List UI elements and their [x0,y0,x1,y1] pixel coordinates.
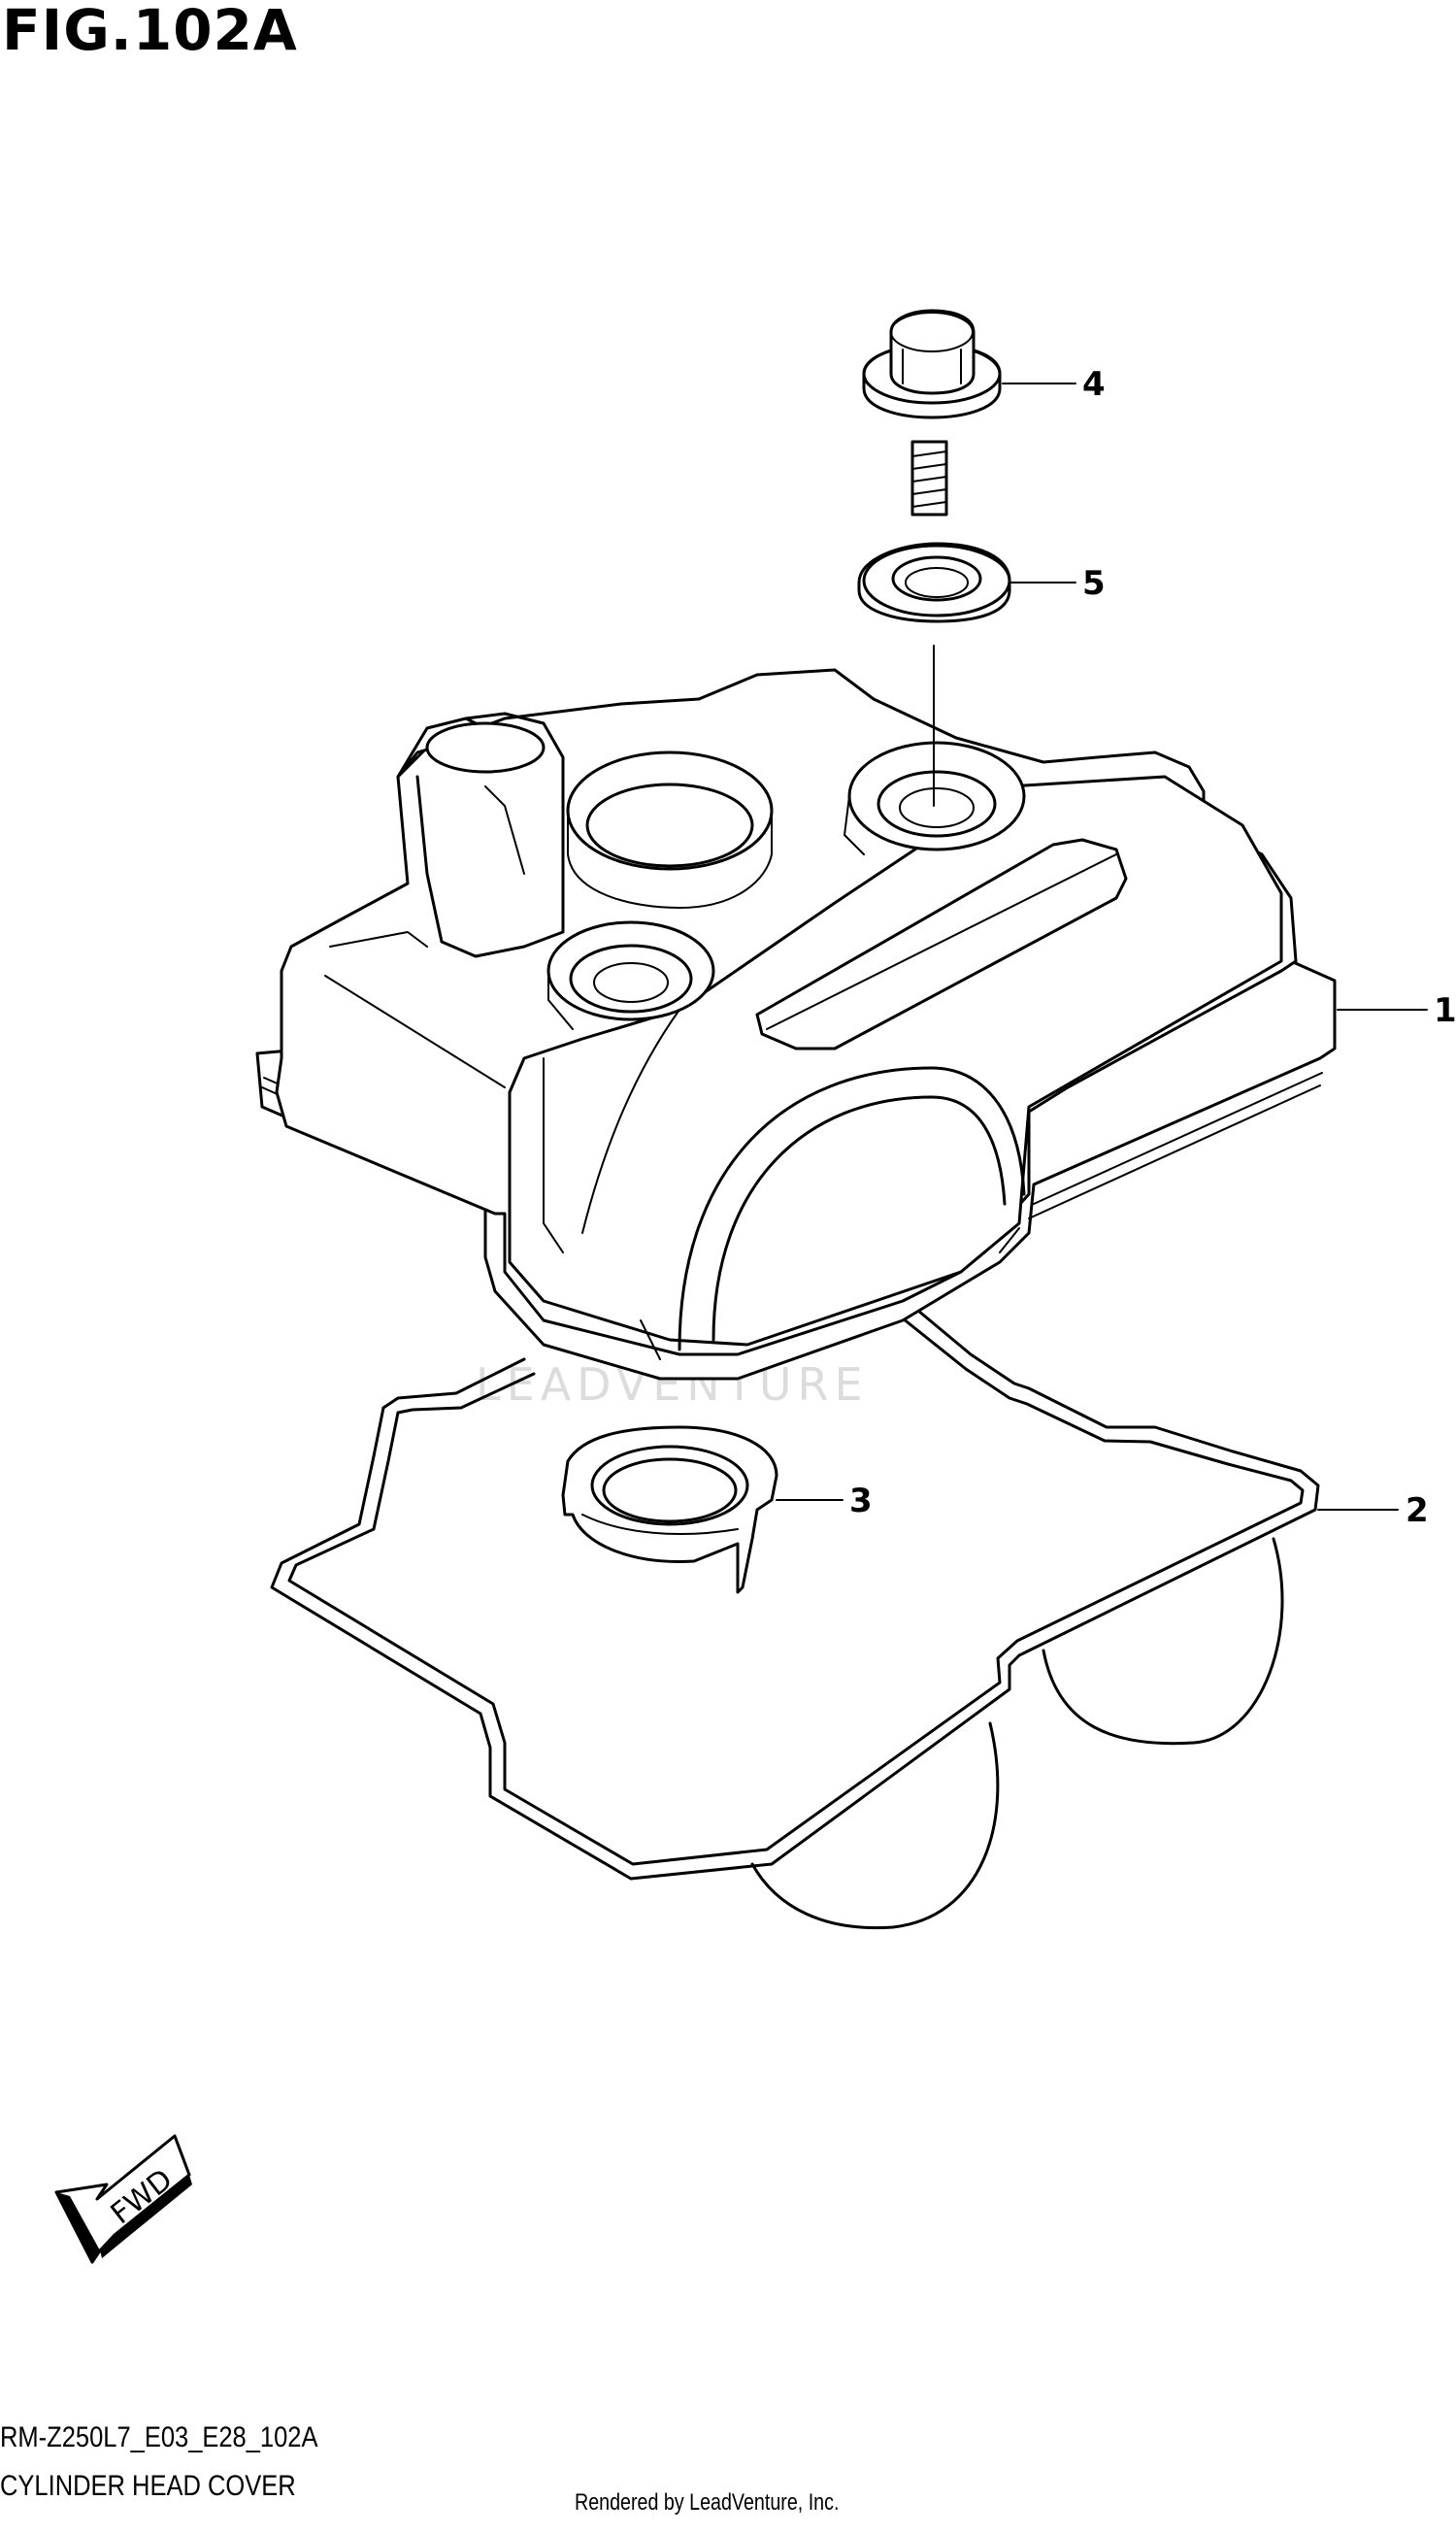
part-2-gasket [270,1299,1320,1930]
rendered-by-credit: Rendered by LeadVenture, Inc. [575,2489,840,2516]
callout-5: 5 [1082,564,1106,603]
figure-title: FIG.102A [2,0,298,63]
figure-code: RM-Z250L7_E03_E28_102A [0,2421,318,2453]
callout-1: 1 [1434,991,1456,1030]
part-1-cylinder-head-cover [255,668,1337,1381]
part-5-washer [857,542,1011,623]
leader-lines [776,383,1428,1511]
fwd-arrow-icon: FWD [54,2134,192,2264]
callout-4: 4 [1082,365,1106,404]
part-3-seal [561,1425,778,1594]
callout-3: 3 [849,1482,873,1520]
part-4-bolt [862,309,1002,517]
figure-name: CYLINDER HEAD COVER [0,2470,296,2502]
callout-2: 2 [1406,1491,1429,1530]
